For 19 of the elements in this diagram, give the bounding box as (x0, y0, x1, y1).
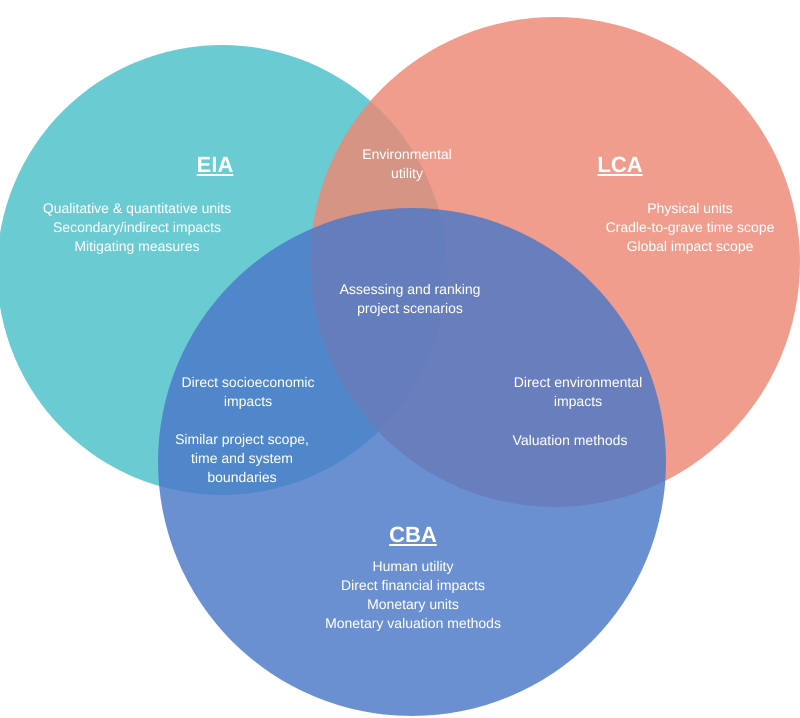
set-feature: Mitigating measures (73, 237, 201, 256)
overlap-text: Direct environmental impacts (512, 373, 644, 411)
set-feature: Secondary/indirect impacts (52, 218, 222, 237)
set-feature: Direct financial impacts (340, 576, 486, 595)
overlap-text: Similar project scope, time and system boundaries (174, 430, 310, 487)
overlap-text: Valuation methods (512, 431, 628, 450)
overlap-text: Environmental utility (361, 145, 453, 183)
set-feature: Global impact scope (626, 237, 754, 256)
set-feature: Cradle-to-grave time scope (604, 218, 776, 237)
set-feature: Physical units (646, 199, 734, 218)
set-feature: Monetary valuation methods (324, 614, 502, 633)
overlap-text: Assessing and ranking project scenarios (338, 280, 482, 318)
set-title: LCA (596, 152, 644, 178)
set-feature: Qualitative & quantitative units (42, 199, 232, 218)
overlap-text: Direct socioeconomic impacts (180, 373, 316, 411)
set-title: CBA (388, 522, 438, 548)
set-title: EIA (196, 152, 234, 178)
set-feature: Human utility (372, 557, 454, 576)
set-feature: Monetary units (366, 595, 460, 614)
